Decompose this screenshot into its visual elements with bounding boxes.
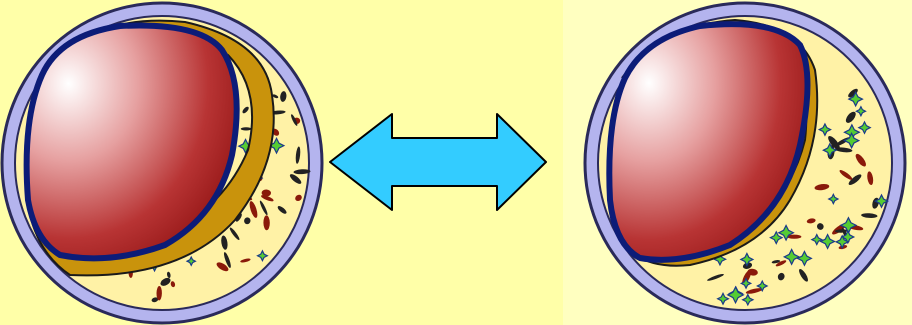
lipid-fleck bbox=[241, 127, 252, 130]
left-artery bbox=[2, 3, 322, 323]
double-headed-arrow-icon bbox=[330, 114, 546, 210]
right-artery bbox=[585, 3, 905, 323]
